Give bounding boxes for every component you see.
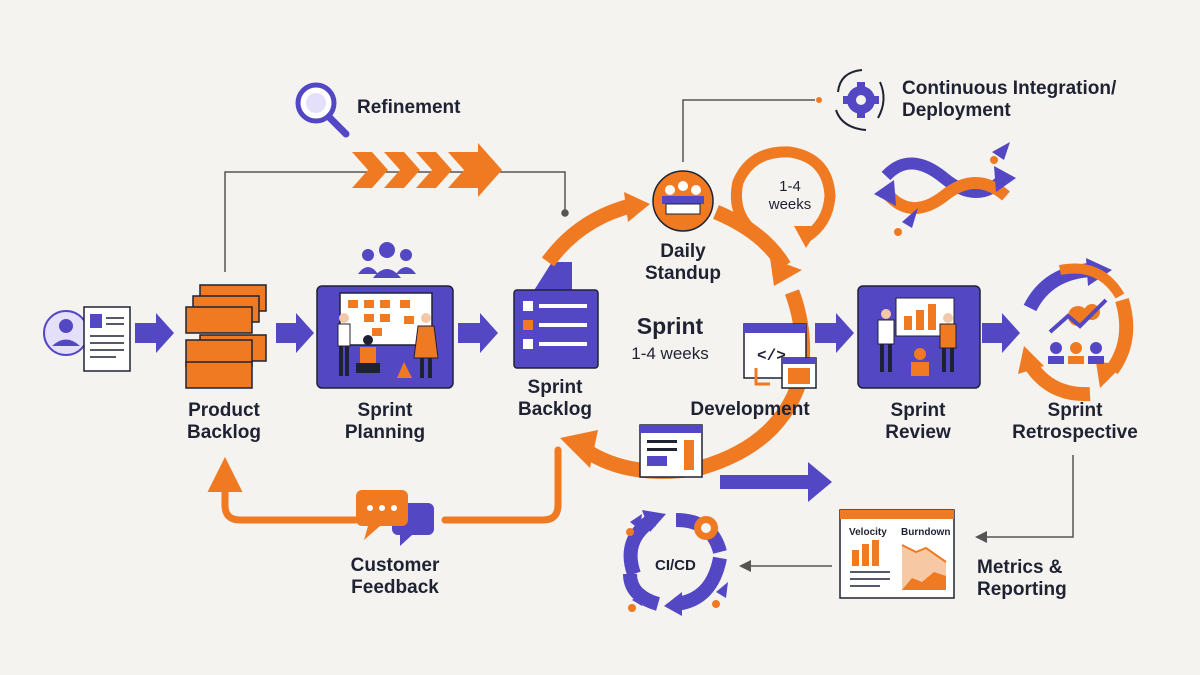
chevron-arrows-icon — [352, 143, 502, 197]
weekly-loop-arrow — [730, 146, 836, 248]
sprint-backlog-label: Sprint Backlog — [505, 377, 605, 421]
gear-cycle-icon — [835, 69, 885, 131]
magnifier-icon — [295, 82, 350, 138]
standup-meeting-icon — [652, 170, 714, 232]
arrow-development-to-review — [815, 313, 854, 353]
ci-deployment-label: Continuous Integration/ Deployment — [902, 78, 1116, 122]
sprint-report-doc-icon — [639, 424, 703, 478]
sprint-review-label: Sprint Review — [868, 400, 968, 444]
sprint-planning-label: Sprint Planning — [330, 400, 440, 444]
refinement-connector — [224, 171, 569, 272]
refinement-label: Refinement — [357, 97, 461, 118]
chat-bubble-icon — [356, 490, 434, 546]
retro-to-metrics-connector — [975, 455, 1074, 543]
customer-feedback-label-line2: Feedback — [351, 577, 439, 598]
infinity-rocket-icon — [874, 142, 1016, 236]
sprint-backlog-label-line1: Sprint — [527, 377, 583, 398]
metrics-reporting-label-line1: Metrics & — [977, 557, 1063, 578]
ci-deployment-label-line2: Deployment — [902, 100, 1011, 121]
svg-text:</>: </> — [757, 347, 786, 365]
cicd-cycle-icon — [623, 510, 728, 616]
sprint-retrospective-label-line1: Sprint — [1047, 400, 1103, 421]
sprint-review-label-line1: Sprint — [890, 400, 946, 421]
metrics-reporting-label: Metrics & Reporting — [977, 557, 1067, 601]
product-backlog-label-line2: Backlog — [187, 422, 261, 443]
ci-connector — [682, 97, 822, 162]
product-backlog-label: Product Backlog — [172, 400, 276, 444]
arrow-backlog-to-planning — [276, 313, 314, 353]
arrow-profile-to-backlog — [135, 313, 174, 353]
planning-board-icon — [316, 285, 454, 389]
sprint-backlog-doc-icon — [513, 262, 599, 369]
sprint-retrospective-label-line2: Retrospective — [1012, 422, 1138, 443]
ci-deployment-label-line1: Continuous Integration/ — [902, 78, 1117, 99]
retrospective-cycle-icon — [1018, 258, 1134, 402]
user-profile-icon — [43, 306, 131, 372]
customer-feedback-label-line1: Customer — [350, 555, 440, 576]
sprint-planning-label-line2: Planning — [344, 422, 426, 443]
sprint-review-label-line2: Review — [885, 422, 951, 443]
velocity-label: Velocity — [849, 527, 887, 538]
feedback-loop-arrow — [207, 446, 562, 524]
product-backlog-label-line1: Product — [188, 400, 260, 421]
daily-standup-label-line2: Standup — [645, 263, 721, 284]
weekly-loop-badge-line1: 1-4 — [779, 178, 801, 195]
sprint-backlog-label-line2: Backlog — [518, 399, 592, 420]
customer-feedback-label: Customer Feedback — [335, 555, 455, 599]
metrics-reporting-label-line2: Reporting — [977, 579, 1067, 600]
weekly-loop-badge: 1-4 weeks — [755, 178, 825, 214]
sprint-cycle-arrowheads — [560, 192, 802, 468]
code-window-icon: </> — [743, 323, 817, 389]
sprint-duration: 1-4 weeks — [631, 344, 709, 363]
sprint-title: Sprint — [636, 313, 704, 339]
daily-standup-label: Daily Standup — [633, 241, 733, 285]
burndown-label: Burndown — [901, 527, 951, 538]
arrow-planning-to-sprint-backlog — [458, 313, 498, 353]
arrow-review-to-retro — [982, 313, 1020, 353]
weekly-loop-badge-line2: weeks — [768, 196, 812, 213]
review-presentation-icon — [857, 285, 981, 389]
development-label: Development — [690, 399, 810, 420]
team-icon — [358, 242, 416, 278]
backlog-stack-icon — [185, 284, 267, 389]
sprint-retrospective-label: Sprint Retrospective — [1005, 400, 1145, 444]
cicd-label: CI/CD — [655, 557, 696, 574]
metrics-dashboard-icon — [839, 509, 955, 599]
flow-arrows — [135, 313, 1020, 502]
daily-standup-label-line1: Daily — [660, 241, 706, 262]
arrow-sprint-output — [720, 462, 832, 502]
sprint-planning-label-line1: Sprint — [357, 400, 413, 421]
